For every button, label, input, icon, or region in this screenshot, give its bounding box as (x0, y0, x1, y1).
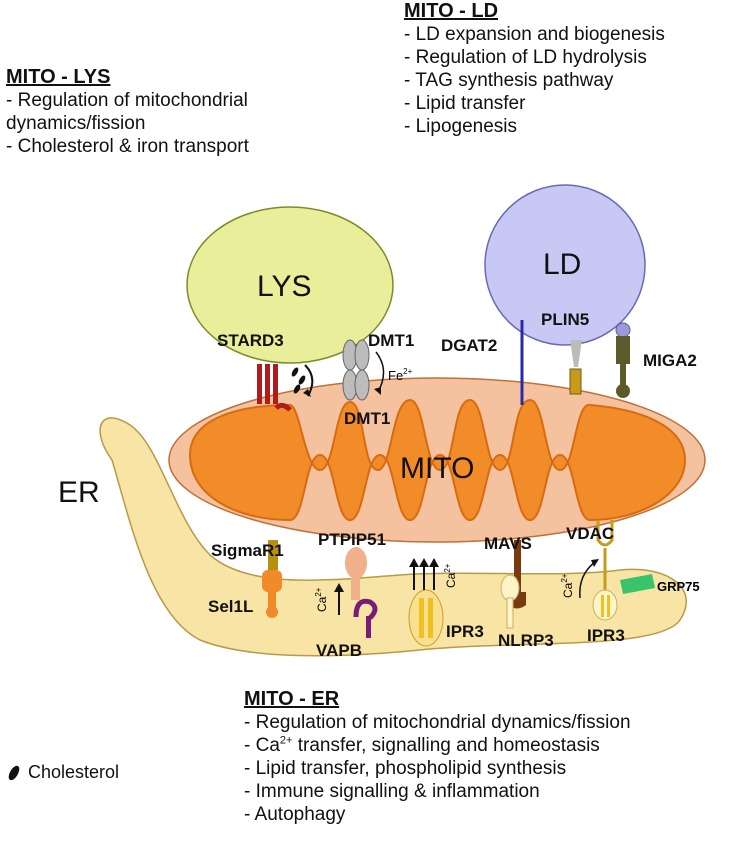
lys-organelle (186, 206, 394, 364)
grp75-protein (620, 574, 655, 594)
mito-ld-block: MITO - LD - LD expansion and biogenesis … (404, 0, 665, 138)
mito-lys-item: dynamics/fission (6, 113, 146, 134)
dmt1-top-label: DMT1 (368, 331, 414, 350)
mito-ld-item: - LD expansion and biogenesis (404, 24, 665, 45)
ca-label: Ca2+ (560, 573, 575, 598)
mito-lys-item: - Regulation of mitochondrial (6, 90, 248, 111)
mito-ld-item: - Lipid transfer (404, 93, 526, 114)
ld-label: LD (543, 248, 581, 281)
nlrp3-label: NLRP3 (498, 631, 554, 650)
mito-er-item: - Regulation of mitochondrial dynamics/f… (244, 712, 631, 733)
ipr3-label: IPR3 (587, 626, 625, 645)
mito-inner-membrane (188, 398, 687, 522)
ipr3-channel (592, 589, 618, 621)
sigmar1-label: SigmaR1 (211, 541, 284, 560)
lys-label: LYS (257, 270, 311, 303)
mito-er-title: MITO - ER (244, 688, 340, 710)
sigmar1-protein (262, 540, 282, 618)
plin5-protein (569, 340, 582, 395)
ca-flux-arrows (409, 558, 439, 590)
ipr3-label: IPR3 (446, 622, 484, 641)
mito-er-block: MITO - ER - Regulation of mitochondrial … (244, 688, 631, 826)
plin5-label: PLIN5 (541, 310, 589, 329)
nlrp3-protein (500, 574, 520, 629)
mito-ld-item: - Lipogenesis (404, 116, 518, 137)
mito-er-item: - Lipid transfer, phospholipid synthesis (244, 758, 567, 779)
ipr3-channel (408, 589, 444, 647)
vdac-protein (596, 520, 614, 590)
mito-er-item: - Immune signalling & inflammation (244, 781, 540, 802)
er-membrane (99, 417, 687, 657)
mito-lys-item: - Cholesterol & iron transport (6, 136, 249, 157)
ptpip51-protein (345, 547, 367, 600)
mito-label: MITO (400, 452, 474, 485)
mito-er-item: - Ca2+ transfer, signalling and homeosta… (244, 734, 600, 756)
mito-ld-item: - TAG synthesis pathway (404, 70, 614, 91)
cholesterol-icon (291, 364, 314, 397)
sel1l-label: Sel1L (208, 597, 253, 616)
miga2-label: MIGA2 (643, 351, 697, 370)
dgat2-label: DGAT2 (441, 336, 497, 355)
vapb-protein (353, 598, 378, 638)
ca-label: Ca2+ (443, 563, 458, 588)
legend-cholesterol-label: Cholesterol (28, 762, 120, 782)
vdac-label: VDAC (566, 524, 614, 543)
ca-arrow (334, 583, 344, 615)
ca-arrow (579, 561, 596, 599)
mito-er-item: - Autophagy (244, 804, 346, 825)
ld-organelle (484, 184, 646, 346)
er-label: ER (58, 476, 100, 509)
legend: Cholesterol (6, 762, 119, 783)
mito-lys-title: MITO - LYS (6, 66, 111, 88)
dmt1-bottom-label: DMT1 (344, 409, 390, 428)
cholesterol-icon (8, 765, 20, 780)
ca-label: Ca2+ (314, 587, 329, 612)
dmt1-protein (342, 339, 370, 401)
mito-ld-title: MITO - LD (404, 0, 499, 22)
vapb-label: VAPB (316, 641, 362, 660)
fe-label: Fe2+ (388, 367, 413, 383)
mavs-label: MAVS (484, 534, 532, 553)
miga2-protein (615, 322, 631, 398)
grp75-label: GRP75 (657, 579, 700, 594)
stard3-protein (257, 364, 292, 412)
ptpip51-label: PTPIP51 (318, 530, 386, 549)
mito-lys-block: MITO - LYS - Regulation of mitochondrial… (6, 66, 249, 158)
mito-ld-item: - Regulation of LD hydrolysis (404, 47, 647, 68)
stard3-label: STARD3 (217, 331, 284, 350)
